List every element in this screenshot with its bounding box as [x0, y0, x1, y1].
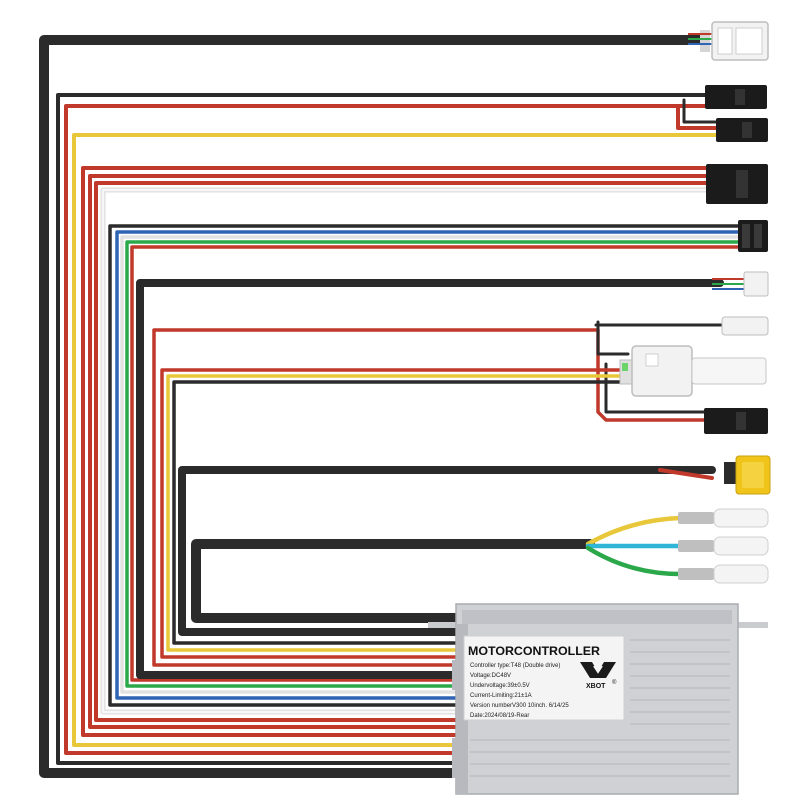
wire-green-phase [585, 545, 683, 577]
xbot-logo-icon [580, 662, 616, 678]
connector-white-top [688, 21, 769, 61]
connector-phase-blue [678, 536, 769, 556]
label-line-6: Date:2024/08/19-Rear [470, 713, 529, 719]
wire-red-power [658, 468, 714, 480]
wire-black-hall-a [56, 93, 707, 765]
connector-white-4pin [712, 271, 769, 297]
label-line-1: Controller type:T48 (Double drive) [470, 663, 560, 669]
connector-phase-yellow [678, 508, 769, 528]
label-line-3: Undervoltage:39±0.5V [470, 683, 530, 689]
wire-entries [452, 660, 460, 778]
connector-phase-green [678, 564, 769, 584]
label-brand: XBOT [586, 683, 606, 690]
label-line-5: Version numberV300 10inch. 6/14/25 [470, 703, 569, 709]
heatsink-fins [470, 639, 730, 777]
wire-black-phase [191, 539, 595, 623]
connector-black-3pin [706, 164, 768, 204]
wire-green-hall [125, 240, 742, 688]
wire-red-c [88, 174, 708, 729]
connectors [619, 21, 771, 584]
controller-label: MOTORCONTROLLER Controller type:T48 (Dou… [463, 635, 625, 721]
connector-white-small [721, 316, 769, 336]
wire-black-loop [596, 320, 630, 356]
wire-red-hall [130, 245, 742, 682]
label-line-2: Voltage:DC48V [470, 673, 511, 679]
wire-red-d [94, 181, 708, 722]
connector-white-brake [619, 345, 767, 397]
label-title: MOTORCONTROLLER [468, 646, 601, 658]
wire-yellow-a [72, 133, 718, 747]
wire-black-power [178, 466, 716, 636]
wire-black-thick-2 [136, 279, 724, 679]
wire-yellow-phase [585, 515, 683, 547]
wire-red-hall-a [64, 104, 718, 755]
connector-xt60 [724, 455, 771, 495]
wire-red-f [160, 368, 630, 659]
wire-black-a2 [682, 98, 718, 124]
wire-white-hall [120, 235, 742, 694]
label-registered: ® [612, 679, 617, 686]
connector-black-lower [704, 408, 768, 434]
wire-black-loop2 [604, 362, 714, 414]
wire-red-b [81, 166, 708, 737]
controller-box: MOTORCONTROLLER Controller type:T48 (Dou… [428, 603, 768, 795]
label-line-4: Current-Limiting:21±1A [470, 693, 532, 699]
wires [39, 35, 742, 778]
connector-black-6pin [738, 220, 768, 252]
wire-blue-1 [115, 230, 742, 700]
wire-black-outer [39, 35, 705, 778]
connector-black-1 [705, 85, 767, 109]
wire-black-f [172, 380, 630, 645]
connector-black-2 [716, 118, 768, 142]
wire-black-hall [108, 224, 742, 707]
wire-yellow-f [166, 374, 630, 652]
